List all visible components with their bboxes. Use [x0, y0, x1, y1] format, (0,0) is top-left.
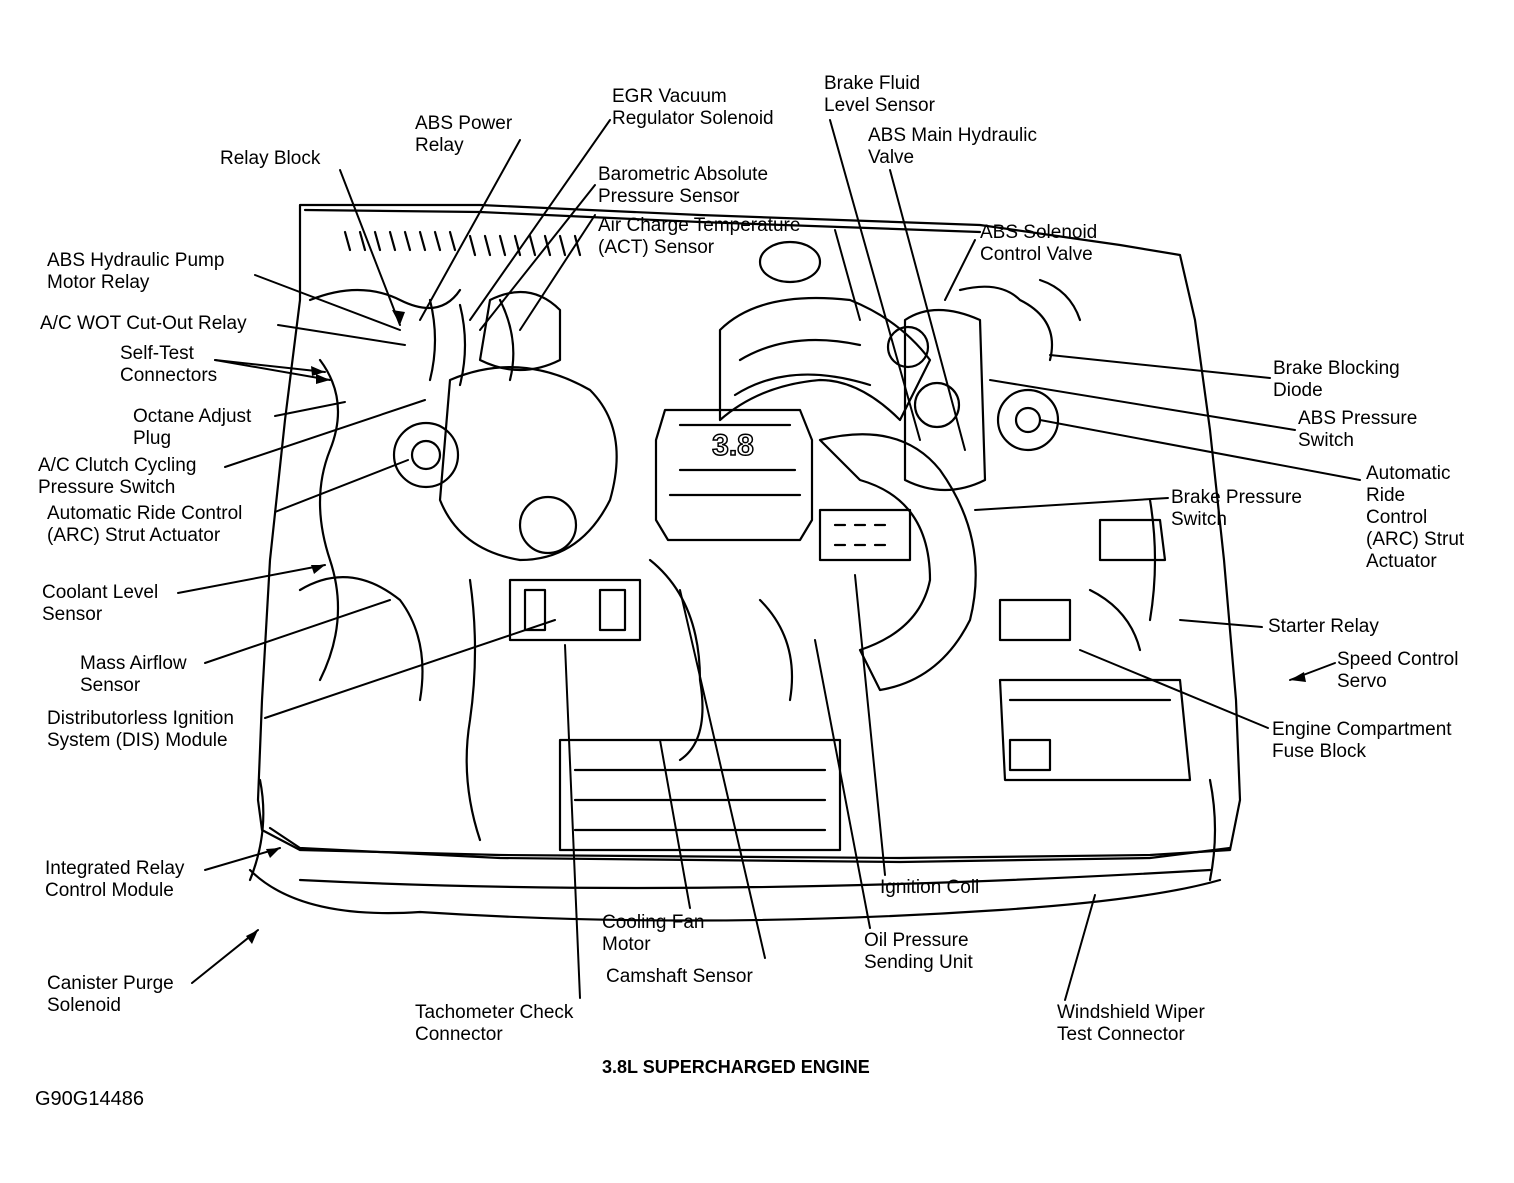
air-cleaner-duct — [438, 366, 618, 562]
leader-oil — [814, 639, 871, 929]
leader-fan — [659, 739, 691, 909]
battery-tray — [998, 598, 1072, 642]
leader-ac-wot — [277, 324, 406, 346]
brake-master-cylinder — [903, 308, 987, 492]
label-mass-airflow-sensor: Mass Airflow Sensor — [80, 653, 187, 696]
ignition-coil-block — [818, 508, 912, 562]
label-canister-purge-solenoid: Canister Purge Solenoid — [47, 973, 174, 1016]
radiator-support — [268, 826, 1232, 864]
leader-maf — [204, 599, 391, 664]
intake-duct — [718, 296, 932, 422]
diagram-caption: 3.8L SUPERCHARGED ENGINE — [602, 1057, 870, 1077]
label-barometric-absolute-pressure-sensor: Barometric Absolute Pressure Sensor — [598, 164, 769, 207]
label-windshield-wiper-test-connector: Windshield Wiper Test Connector — [1057, 1002, 1205, 1045]
fan-shroud — [558, 738, 842, 852]
leader-brake-pressure — [974, 497, 1169, 511]
label-starter-relay: Starter Relay — [1268, 616, 1379, 637]
leader-self-test-2 — [214, 359, 331, 381]
label-relay-block: Relay Block — [220, 148, 321, 169]
label-camshaft-sensor: Camshaft Sensor — [606, 966, 753, 987]
label-brake-fluid-level-sensor: Brake Fluid Level Sensor — [824, 73, 935, 116]
compartment-outline — [256, 203, 1242, 860]
leader-ignition-coil — [854, 574, 886, 876]
label-abs-solenoid-control-valve: ABS Solenoid Control Valve — [980, 222, 1098, 265]
cowl-vent — [343, 230, 582, 257]
leader-dis — [264, 619, 556, 719]
label-integrated-relay-control-module: Integrated Relay Control Module — [45, 858, 185, 901]
leader-canister — [191, 929, 259, 984]
label-abs-power-relay: ABS Power Relay — [415, 113, 513, 156]
leader-ac-clutch — [224, 399, 426, 468]
label-octane-adjust-plug: Octane Adjust Plug — [133, 406, 252, 449]
leader-starter — [1179, 619, 1263, 628]
leader-baro — [479, 184, 596, 331]
label-speed-control-servo: Speed Control Servo — [1337, 649, 1459, 692]
label-oil-pressure-sending-unit: Oil Pressure Sending Unit — [864, 930, 973, 973]
label-abs-pressure-switch: ABS Pressure Switch — [1298, 408, 1418, 451]
leader-tach — [564, 644, 581, 999]
leader-wiper — [1064, 894, 1096, 1001]
figure-id: G90G14486 — [35, 1088, 144, 1110]
leader-act-2 — [834, 229, 861, 321]
leader-brake-fluid — [829, 119, 921, 441]
label-arc-strut-actuator-left: Automatic Ride Control (ARC) Strut Actua… — [47, 503, 243, 546]
label-abs-hydraulic-pump-motor-relay: ABS Hydraulic Pump Motor Relay — [47, 250, 225, 293]
leader-egr — [469, 119, 611, 321]
leader-abs-pressure — [989, 379, 1296, 431]
leader-coolant — [177, 564, 326, 594]
leader-arc-right — [1039, 419, 1361, 481]
dis-module-block — [508, 578, 642, 642]
leader-brake-blocking — [1049, 354, 1271, 379]
label-self-test-connectors: Self-Test Connectors — [120, 343, 218, 386]
label-dis-module: Distributorless Ignition System (DIS) Mo… — [47, 708, 234, 751]
leader-abs-main — [889, 169, 966, 451]
label-abs-main-hydraulic-valve: ABS Main Hydraulic Valve — [868, 125, 1037, 168]
label-egr-vacuum-regulator-solenoid: EGR Vacuum Regulator Solenoid — [612, 86, 774, 129]
leader-relay-block — [339, 169, 401, 326]
leader-abs-power-relay — [419, 139, 521, 321]
intake-plenum — [654, 408, 814, 542]
leader-octane — [274, 401, 346, 417]
strut-tower-right — [996, 388, 1060, 452]
label-brake-pressure-switch: Brake Pressure Switch — [1171, 487, 1302, 530]
label-engine-compartment-fuse-block: Engine Compartment Fuse Block — [1272, 719, 1452, 762]
leader-arc-left — [274, 459, 409, 513]
label-tachometer-check-connector: Tachometer Check Connector — [415, 1002, 574, 1045]
engine-badge: 3.8 — [712, 429, 754, 462]
label-cooling-fan-motor: Cooling Fan Motor — [602, 912, 705, 955]
label-ac-wot-cut-out-relay: A/C WOT Cut-Out Relay — [40, 313, 247, 334]
strut-tower-left — [392, 421, 460, 489]
leader-act — [519, 214, 596, 331]
label-ac-clutch-cycling-pressure-switch: A/C Clutch Cycling Pressure Switch — [38, 455, 197, 498]
leader-abs-solenoid — [944, 239, 976, 301]
label-brake-blocking-diode: Brake Blocking Diode — [1273, 358, 1400, 401]
supercharger-housing — [818, 433, 977, 692]
label-arc-strut-actuator-right: Automatic Ride Control (ARC) Strut Actua… — [1366, 463, 1465, 572]
leader-self-test-1 — [214, 359, 326, 373]
label-air-charge-temperature-sensor: Air Charge Temperature (ACT) Sensor — [598, 215, 801, 258]
label-coolant-level-sensor: Coolant Level Sensor — [42, 582, 159, 625]
leader-fuse-block — [1079, 649, 1269, 729]
leader-camshaft — [679, 589, 766, 959]
leader-abs-pump — [254, 274, 401, 331]
label-ignition-coil: Ignition Coil — [880, 877, 980, 898]
